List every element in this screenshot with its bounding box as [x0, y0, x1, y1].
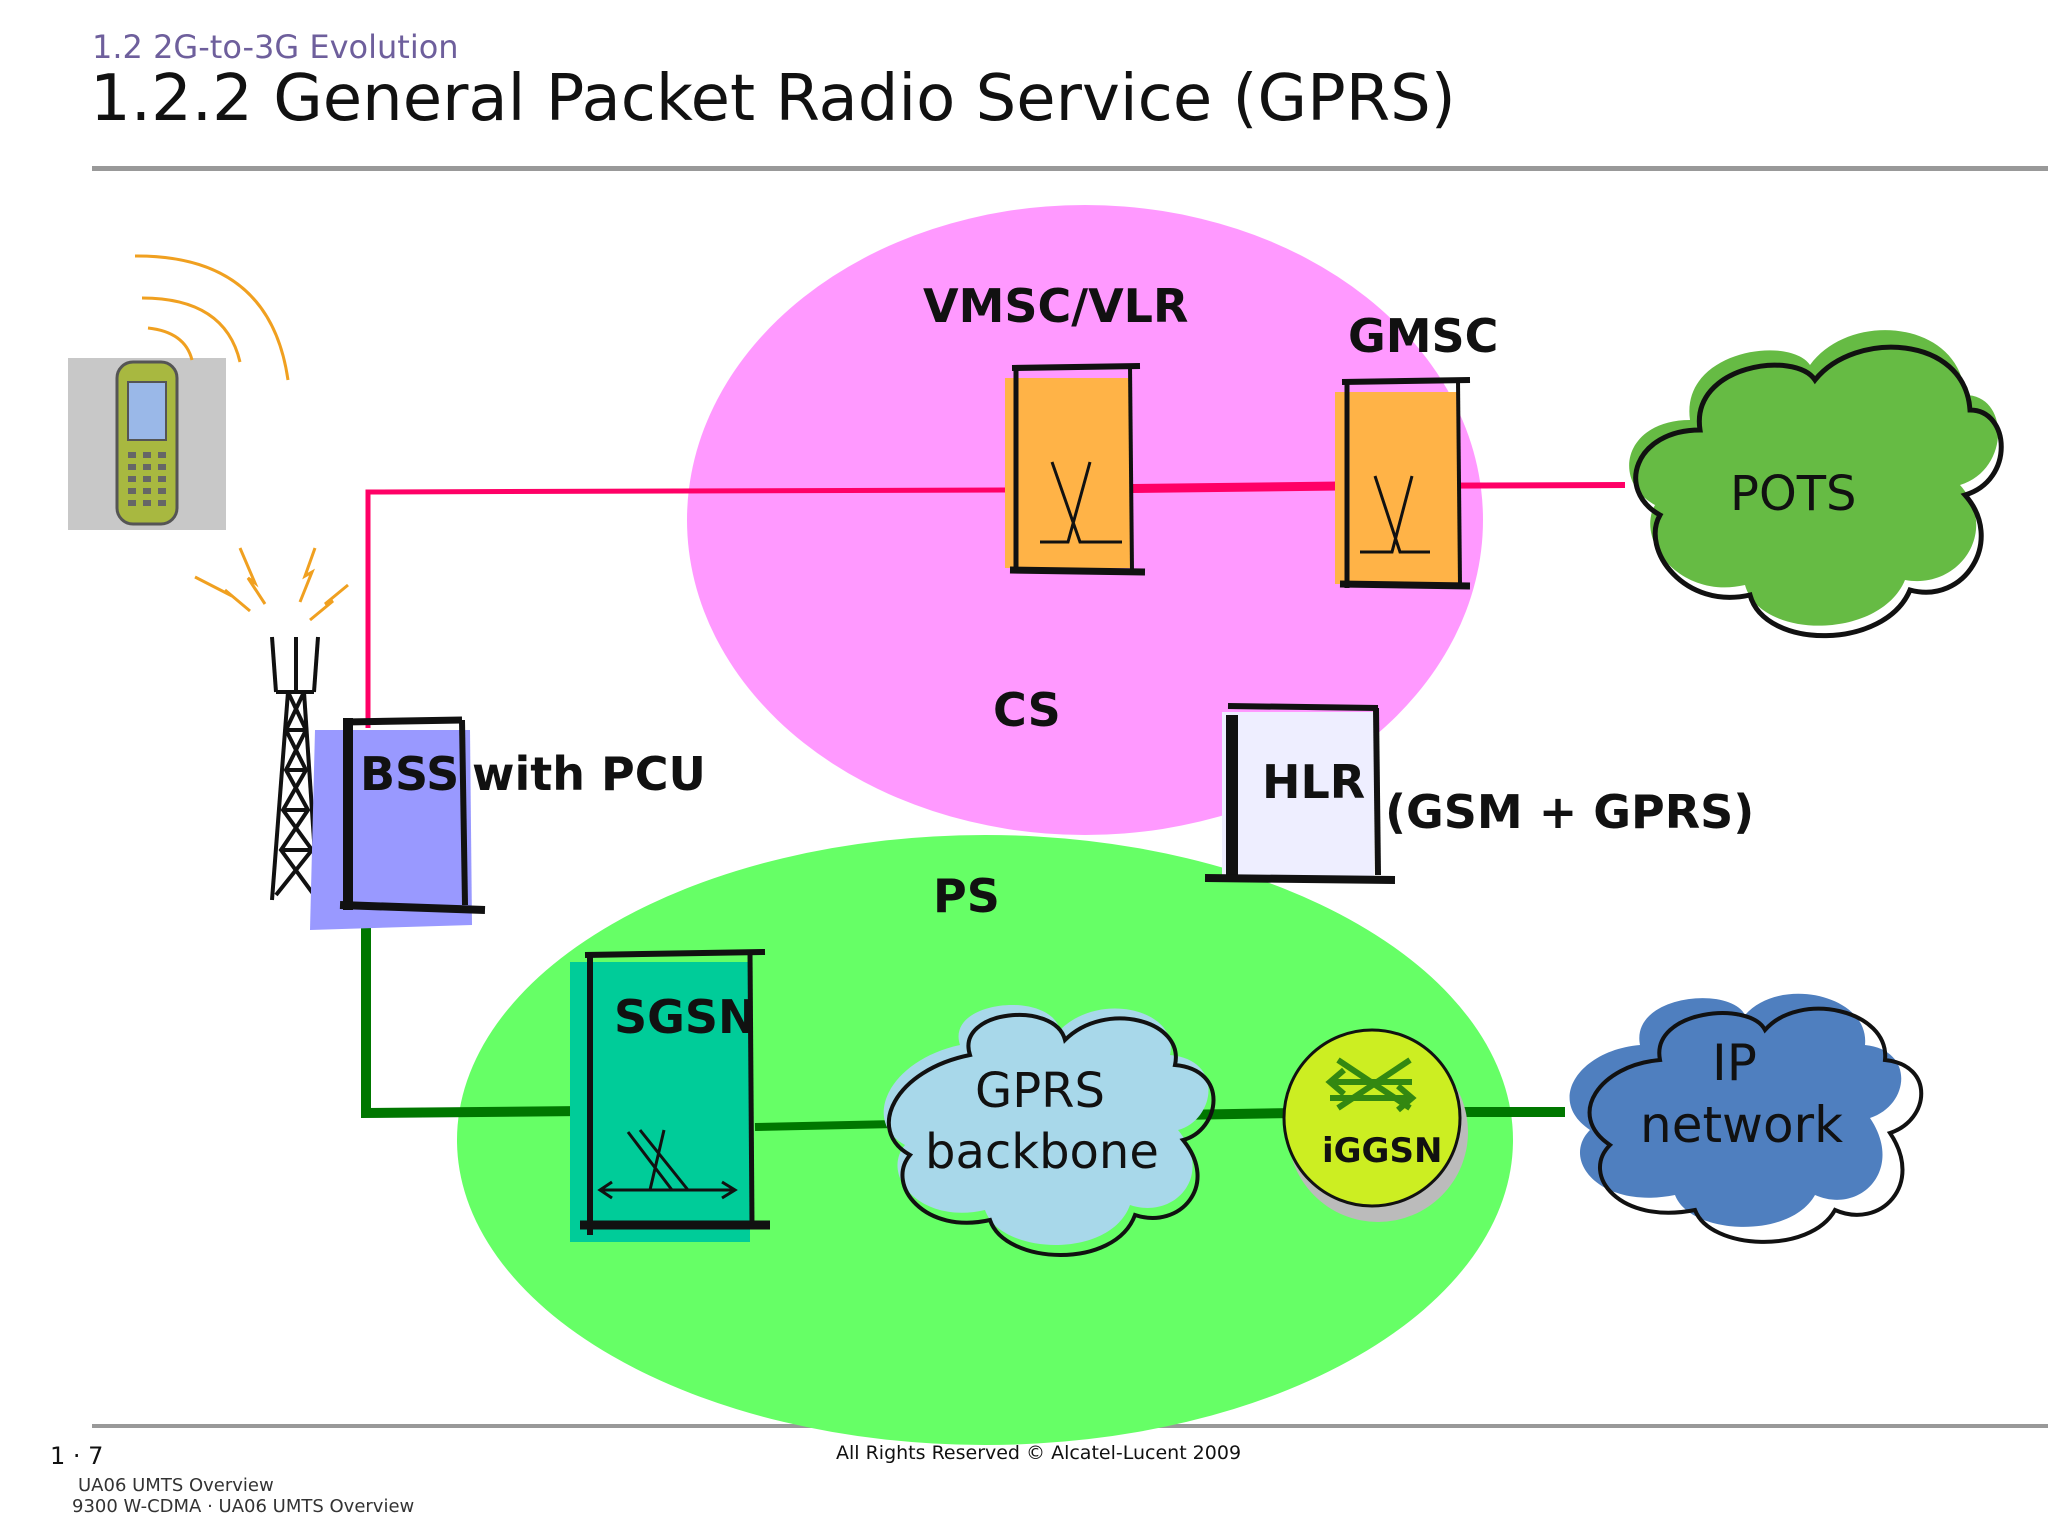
- gprs-backbone-label-line1: GPRS: [975, 1063, 1105, 1119]
- iggsn-node[interactable]: [1282, 1028, 1468, 1222]
- gmsc-label: GMSC: [1348, 309, 1498, 363]
- sgsn-node[interactable]: [570, 949, 770, 1242]
- course-name: UA06 UMTS Overview: [78, 1475, 274, 1496]
- ip-network-label-line2: network: [1640, 1096, 1843, 1154]
- copyright-text: All Rights Reserved © Alcatel-Lucent 200…: [836, 1442, 1242, 1464]
- mobile-phone-icon: [68, 358, 226, 530]
- sgsn-label: SGSN: [614, 990, 757, 1044]
- gmsc-node[interactable]: [1335, 377, 1471, 590]
- gprs-backbone-cloud: [883, 1004, 1216, 1257]
- router-arrows-icon: [1325, 1057, 1417, 1113]
- ip-network-label-line1: IP: [1712, 1034, 1757, 1092]
- vmsc-vlr-label: VMSC/VLR: [923, 279, 1188, 333]
- cs-domain-label: CS: [993, 683, 1061, 737]
- gprs-backbone-label-line2: backbone: [925, 1124, 1159, 1180]
- bss-node[interactable]: [310, 716, 486, 930]
- hlr-label: HLR: [1262, 755, 1365, 809]
- vmsc-vlr-node[interactable]: [1005, 363, 1146, 576]
- ip-network-cloud: [1569, 993, 1924, 1244]
- ps-domain-label: PS: [933, 869, 1000, 923]
- product-name: 9300 W-CDMA · UA06 UMTS Overview: [72, 1496, 415, 1517]
- page-title: 1.2.2 General Packet Radio Service (GPRS…: [90, 62, 1456, 136]
- antenna-tower-icon: [270, 636, 320, 901]
- hlr-scope-label: (GSM + GPRS): [1385, 785, 1754, 839]
- radio-waves-icon: [134, 254, 290, 381]
- hlr-node[interactable]: [1204, 703, 1396, 884]
- bss-pcu-label: with PCU: [472, 747, 706, 801]
- header-divider: [92, 166, 2048, 171]
- page-number: 1 · 7: [50, 1442, 104, 1470]
- iggsn-label: iGGSN: [1322, 1131, 1442, 1171]
- section-subtitle: 1.2 2G-to-3G Evolution: [92, 28, 459, 66]
- radio-signal-icon: [194, 547, 349, 622]
- pots-label: POTS: [1730, 466, 1857, 522]
- pots-cloud: [1629, 330, 2004, 639]
- bss-label: BSS: [360, 747, 459, 801]
